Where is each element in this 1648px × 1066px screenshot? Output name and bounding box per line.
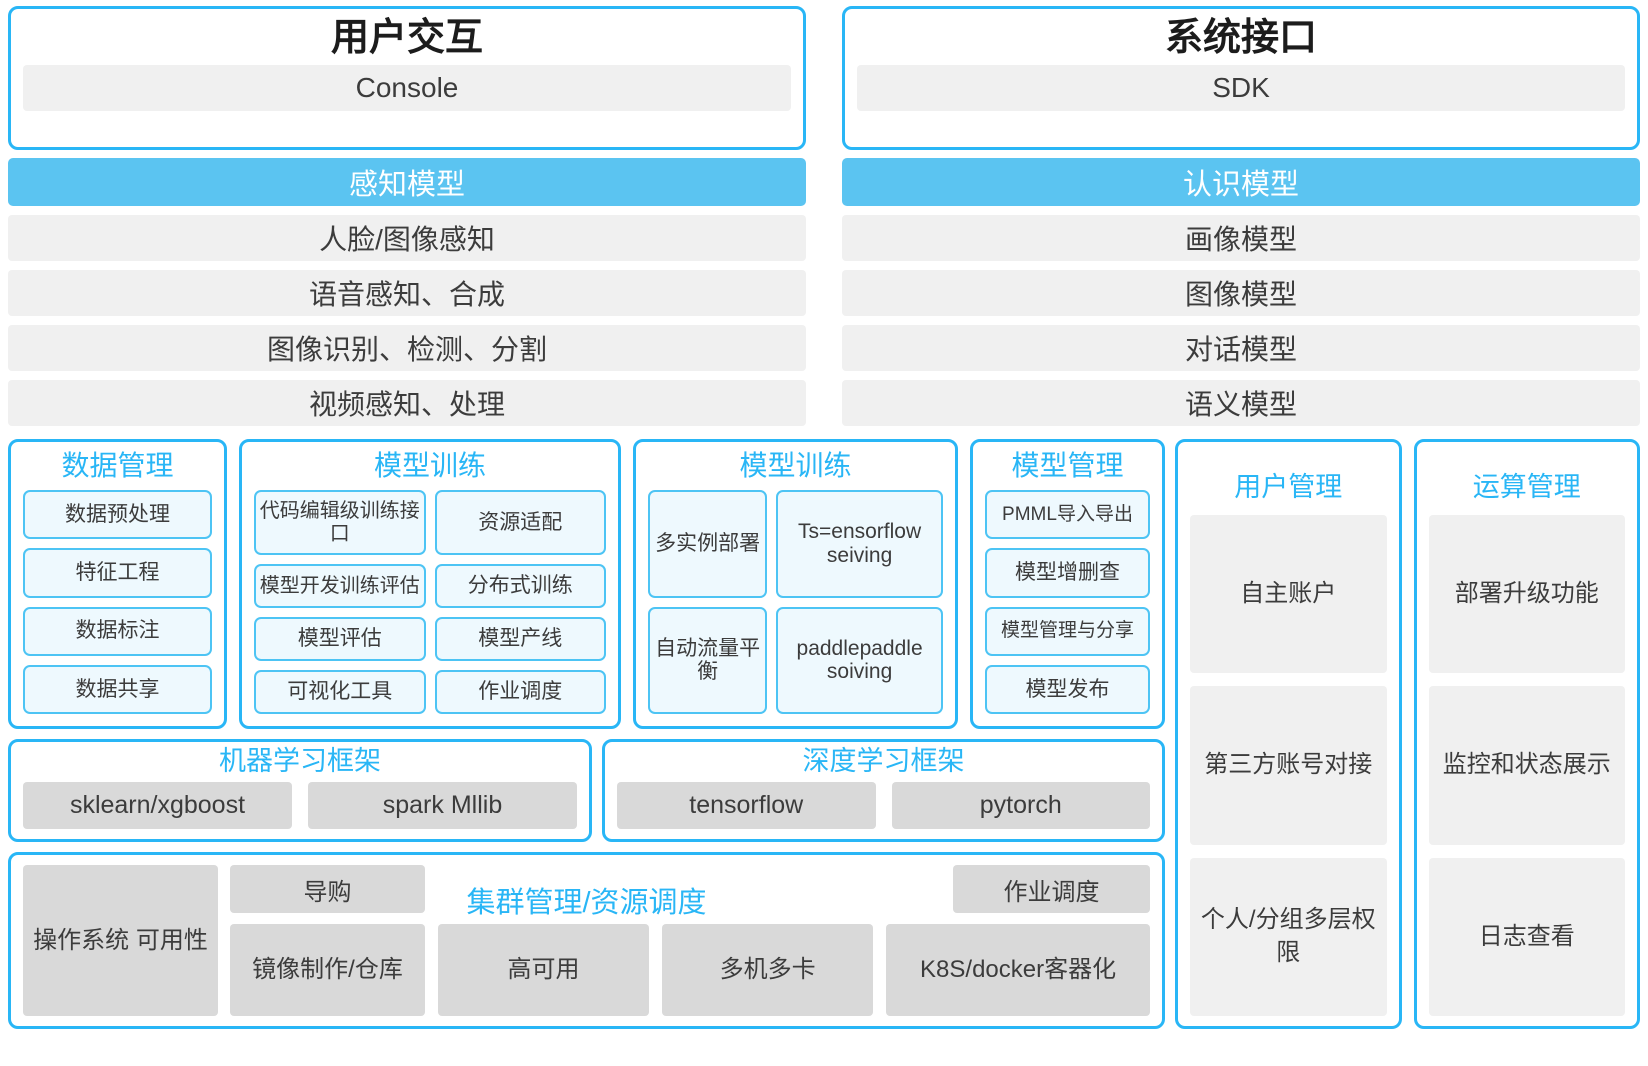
model-training-item-5[interactable]: 模型产线 [434, 617, 606, 662]
frameworks-row: 机器学习框架 sklearn/xgboost spark Mllib 深度学习框… [8, 739, 1165, 842]
cognition-model-band: 认识模型 [842, 158, 1640, 206]
high-availability-item[interactable]: 高可用 [438, 924, 650, 1016]
ml-framework-items: sklearn/xgboost spark Mllib [23, 782, 577, 829]
dl-framework-item-0[interactable]: tensorflow [617, 782, 876, 829]
cluster-bottom-row: 镜像制作/仓库 高可用 多机多卡 K8S/docker客器化 [230, 924, 1150, 1016]
multi-machine-item[interactable]: 多机多卡 [662, 924, 874, 1016]
data-management-title: 数据管理 [61, 450, 174, 481]
dl-framework-card: 深度学习框架 tensorflow pytorch [602, 739, 1165, 842]
top-header-row: 用户交互 Console 系统接口 SDK [8, 6, 1640, 150]
ops-management-items: 部署升级功能 监控和状态展示 日志查看 [1428, 515, 1625, 1016]
platform-left: 数据管理 数据预处理 特征工程 数据标注 数据共享 模型训练 代码编辑级训练接口… [8, 439, 1165, 1029]
user-interaction-title: 用户交互 [330, 17, 483, 59]
k8s-docker-item[interactable]: K8S/docker客器化 [886, 924, 1150, 1016]
model-serving-items: 多实例部署 Ts=ensorflow seiving 自动流量平衡 paddle… [648, 490, 943, 714]
dl-framework-title: 深度学习框架 [802, 746, 965, 776]
user-management-item-2[interactable]: 个人/分组多层权限 [1190, 857, 1387, 1016]
model-training-card: 模型训练 代码编辑级训练接口 资源适配 模型开发训练评估 分布式训练 模型评估 … [239, 439, 621, 729]
model-serving-item-3[interactable]: paddlepaddle soiving [776, 606, 943, 714]
user-management-item-1[interactable]: 第三方账号对接 [1190, 686, 1387, 845]
model-management-item-1[interactable]: 模型增删查 [985, 548, 1150, 598]
model-training-item-3[interactable]: 分布式训练 [434, 564, 606, 609]
system-interface-card: 系统接口 SDK [842, 6, 1640, 150]
data-management-items: 数据预处理 特征工程 数据标注 数据共享 [23, 490, 212, 714]
image-repo-item[interactable]: 镜像制作/仓库 [230, 924, 425, 1016]
system-interface-title: 系统接口 [1164, 17, 1317, 59]
model-layers-row: 感知模型 人脸/图像感知 语音感知、合成 图像识别、检测、分割 视频感知、处理 … [8, 158, 1640, 426]
data-management-item-2[interactable]: 数据标注 [23, 606, 212, 656]
guide-item[interactable]: 导购 [230, 865, 425, 913]
cluster-management-title: 集群管理/资源调度 [466, 887, 707, 919]
user-management-item-0[interactable]: 自主账户 [1190, 515, 1387, 674]
model-management-item-2[interactable]: 模型管理与分享 [985, 606, 1150, 656]
cluster-top-row: 导购 作业调度 [230, 865, 1150, 913]
platform-body: 数据管理 数据预处理 特征工程 数据标注 数据共享 模型训练 代码编辑级训练接口… [8, 439, 1640, 1029]
model-management-title: 模型管理 [1011, 450, 1124, 481]
model-training-item-6[interactable]: 可视化工具 [254, 670, 426, 714]
perception-model-column: 感知模型 人脸/图像感知 语音感知、合成 图像识别、检测、分割 视频感知、处理 [8, 158, 806, 426]
dl-framework-items: tensorflow pytorch [617, 782, 1150, 829]
model-management-card: 模型管理 PMML导入导出 模型增删查 模型管理与分享 模型发布 [970, 439, 1165, 729]
platform-right: 用户管理 自主账户 第三方账号对接 个人/分组多层权限 运算管理 部署升级功能 … [1175, 439, 1640, 1029]
ops-management-item-0[interactable]: 部署升级功能 [1428, 515, 1625, 674]
sdk-item[interactable]: SDK [857, 64, 1625, 111]
ops-management-title: 运算管理 [1472, 472, 1581, 502]
model-training-item-1[interactable]: 资源适配 [434, 490, 606, 556]
data-management-item-3[interactable]: 数据共享 [23, 664, 212, 714]
ml-framework-item-1[interactable]: spark Mllib [308, 782, 577, 829]
ml-framework-title: 机器学习框架 [219, 746, 381, 776]
model-serving-title: 模型训练 [739, 450, 852, 481]
ml-framework-card: 机器学习框架 sklearn/xgboost spark Mllib [8, 739, 592, 842]
user-management-title: 用户管理 [1234, 472, 1343, 502]
data-management-item-1[interactable]: 特征工程 [23, 548, 212, 598]
cognition-model-column: 认识模型 画像模型 图像模型 对话模型 语义模型 [842, 158, 1640, 426]
cognition-item-0[interactable]: 画像模型 [842, 215, 1640, 261]
console-item[interactable]: Console [23, 64, 791, 111]
cognition-item-1[interactable]: 图像模型 [842, 270, 1640, 316]
model-training-item-0[interactable]: 代码编辑级训练接口 [254, 490, 426, 556]
data-management-item-0[interactable]: 数据预处理 [23, 490, 212, 540]
model-training-item-7[interactable]: 作业调度 [434, 670, 606, 714]
model-serving-item-0[interactable]: 多实例部署 [648, 490, 768, 598]
model-training-item-4[interactable]: 模型评估 [254, 617, 426, 662]
cognition-item-3[interactable]: 语义模型 [842, 380, 1640, 426]
model-management-item-0[interactable]: PMML导入导出 [985, 490, 1150, 540]
perception-item-0[interactable]: 人脸/图像感知 [8, 215, 806, 261]
operating-system-item[interactable]: 操作系统 可用性 [23, 865, 218, 1016]
perception-item-1[interactable]: 语音感知、合成 [8, 270, 806, 316]
perception-model-band: 感知模型 [8, 158, 806, 206]
model-management-item-3[interactable]: 模型发布 [985, 664, 1150, 714]
ops-management-item-1[interactable]: 监控和状态展示 [1428, 686, 1625, 845]
model-serving-item-1[interactable]: Ts=ensorflow seiving [776, 490, 943, 598]
user-management-card: 用户管理 自主账户 第三方账号对接 个人/分组多层权限 [1175, 439, 1402, 1029]
model-serving-card: 模型训练 多实例部署 Ts=ensorflow seiving 自动流量平衡 p… [633, 439, 958, 729]
ml-framework-item-0[interactable]: sklearn/xgboost [23, 782, 292, 829]
cluster-items: 导购 作业调度 镜像制作/仓库 高可用 多机多卡 K8S/docker客器化 [230, 865, 1150, 1016]
ops-management-item-2[interactable]: 日志查看 [1428, 857, 1625, 1016]
ops-management-card: 运算管理 部署升级功能 监控和状态展示 日志查看 [1413, 439, 1640, 1029]
model-training-item-2[interactable]: 模型开发训练评估 [254, 564, 426, 609]
perception-item-2[interactable]: 图像识别、检测、分割 [8, 325, 806, 371]
dl-framework-item-1[interactable]: pytorch [891, 782, 1150, 829]
cluster-top-spacer [425, 865, 953, 913]
job-schedule-item[interactable]: 作业调度 [953, 865, 1150, 913]
perception-item-3[interactable]: 视频感知、处理 [8, 380, 806, 426]
model-serving-item-2[interactable]: 自动流量平衡 [648, 606, 768, 714]
user-management-items: 自主账户 第三方账号对接 个人/分组多层权限 [1190, 515, 1387, 1016]
user-interaction-card: 用户交互 Console [8, 6, 806, 150]
model-management-items: PMML导入导出 模型增删查 模型管理与分享 模型发布 [985, 490, 1150, 714]
cluster-management-grid: 操作系统 可用性 导购 作业调度 镜像制作/仓库 高可用 多机多卡 K8S/do… [23, 865, 1150, 1016]
function-groups-row: 数据管理 数据预处理 特征工程 数据标注 数据共享 模型训练 代码编辑级训练接口… [8, 439, 1165, 729]
model-training-title: 模型训练 [373, 450, 486, 481]
model-training-items: 代码编辑级训练接口 资源适配 模型开发训练评估 分布式训练 模型评估 模型产线 … [254, 490, 606, 714]
cognition-item-2[interactable]: 对话模型 [842, 325, 1640, 371]
data-management-card: 数据管理 数据预处理 特征工程 数据标注 数据共享 [8, 439, 227, 729]
cluster-management-card: 集群管理/资源调度 操作系统 可用性 导购 作业调度 镜像制作/仓库 高可用 多… [8, 852, 1165, 1029]
